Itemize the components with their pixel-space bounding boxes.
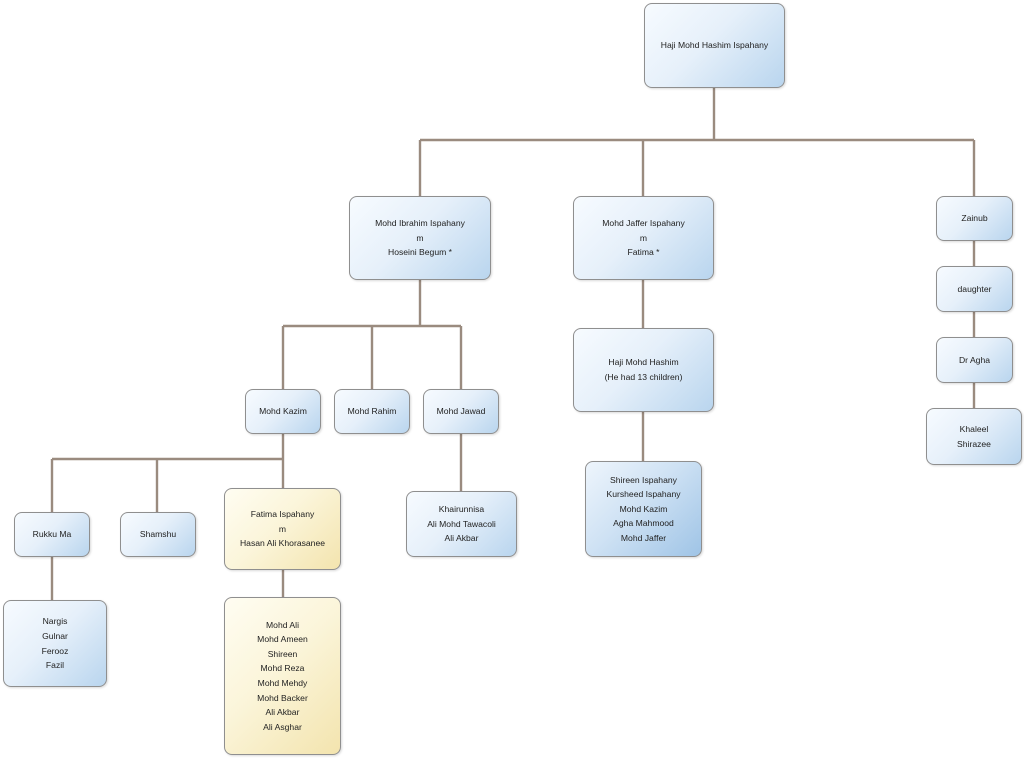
node-text-line: m: [639, 232, 648, 243]
node-text-line: Fatima Ispahany: [250, 509, 315, 520]
node-text-line: Shirazee: [957, 438, 991, 449]
node-text-line: Mohd Mehdy: [257, 678, 308, 688]
node-text-line: Mohd Reza: [260, 663, 305, 674]
node-text-line: Ali Akbar: [444, 533, 479, 544]
node-text-line: Hoseini Begum *: [387, 247, 452, 258]
node-text-line: Mohd Jaffer Ispahany: [602, 218, 685, 229]
node-mohd-jawad: Mohd Jawad: [423, 389, 499, 434]
node-zainub: Zainub: [936, 196, 1013, 241]
node-text-line: Kursheed Ispahany: [606, 489, 681, 500]
node-haji-mohd-hashim-ispahany: Haji Mohd Hashim Ispahany: [644, 3, 785, 88]
node-text-line: Khairunnisa: [438, 504, 485, 515]
node-text-line: Mohd Rahim: [347, 406, 397, 417]
node-text-line: Khaleel: [959, 423, 989, 434]
node-text-line: Mohd Kazim: [259, 406, 307, 417]
node-text-line: Shireen Ispahany: [610, 474, 677, 485]
node-text-line: Shamshu: [139, 529, 177, 540]
node-text-line: Dr Agha: [958, 354, 991, 365]
node-text-line: Haji Mohd Hashim: [608, 357, 679, 368]
node-text-line: Ferooz: [41, 645, 69, 656]
node-text-line: Ali Asghar: [263, 721, 302, 732]
node-text-line: (He had 13 children): [604, 372, 683, 382]
node-text-line: Mohd Ameen: [257, 634, 308, 645]
node-text-line: Fazil: [45, 660, 65, 671]
node-text-line: Rukku Ma: [32, 529, 72, 540]
node-text-line: Agha Mahmood: [613, 518, 674, 529]
node-dr-agha: Dr Agha: [936, 337, 1013, 383]
node-text-line: Mohd Ali: [266, 619, 299, 630]
node-text-line: Nargis: [42, 616, 68, 627]
node-shamshu: Shamshu: [120, 512, 196, 557]
node-text-line: Mohd Kazim: [619, 503, 668, 514]
node-text-line: daughter: [957, 283, 992, 294]
node-text-line: Fatima *: [627, 247, 660, 258]
node-text-line: m: [278, 523, 287, 534]
node-text-line: Mohd Jawad: [436, 406, 486, 417]
node-text-line: Haji Mohd Hashim Ispahany: [660, 40, 769, 51]
node-text-line: Zainub: [961, 213, 988, 224]
node-text-line: Hasan Ali Khorasanee: [239, 538, 326, 549]
node-text-line: Gulnar: [42, 630, 68, 641]
node-mohd-kazim: Mohd Kazim: [245, 389, 321, 434]
node-text-line: Ali Akbar: [265, 707, 300, 718]
node-text-line: Mohd Jaffer: [620, 532, 667, 543]
node-mohd-rahim: Mohd Rahim: [334, 389, 410, 434]
node-rukku-ma: Rukku Ma: [14, 512, 90, 557]
node-text-line: Mohd Backer: [257, 692, 308, 703]
node-haji-mohd-hashim: Haji Mohd Hashim (He had 13 children): [573, 328, 714, 412]
node-text-line: Shireen: [267, 648, 298, 659]
node-text-line: Ali Mohd Tawacoli: [427, 518, 496, 529]
node-text-line: m: [416, 232, 424, 243]
node-daughter: daughter: [936, 266, 1013, 312]
node-text-line: Mohd Ibrahim Ispahany: [375, 218, 465, 229]
